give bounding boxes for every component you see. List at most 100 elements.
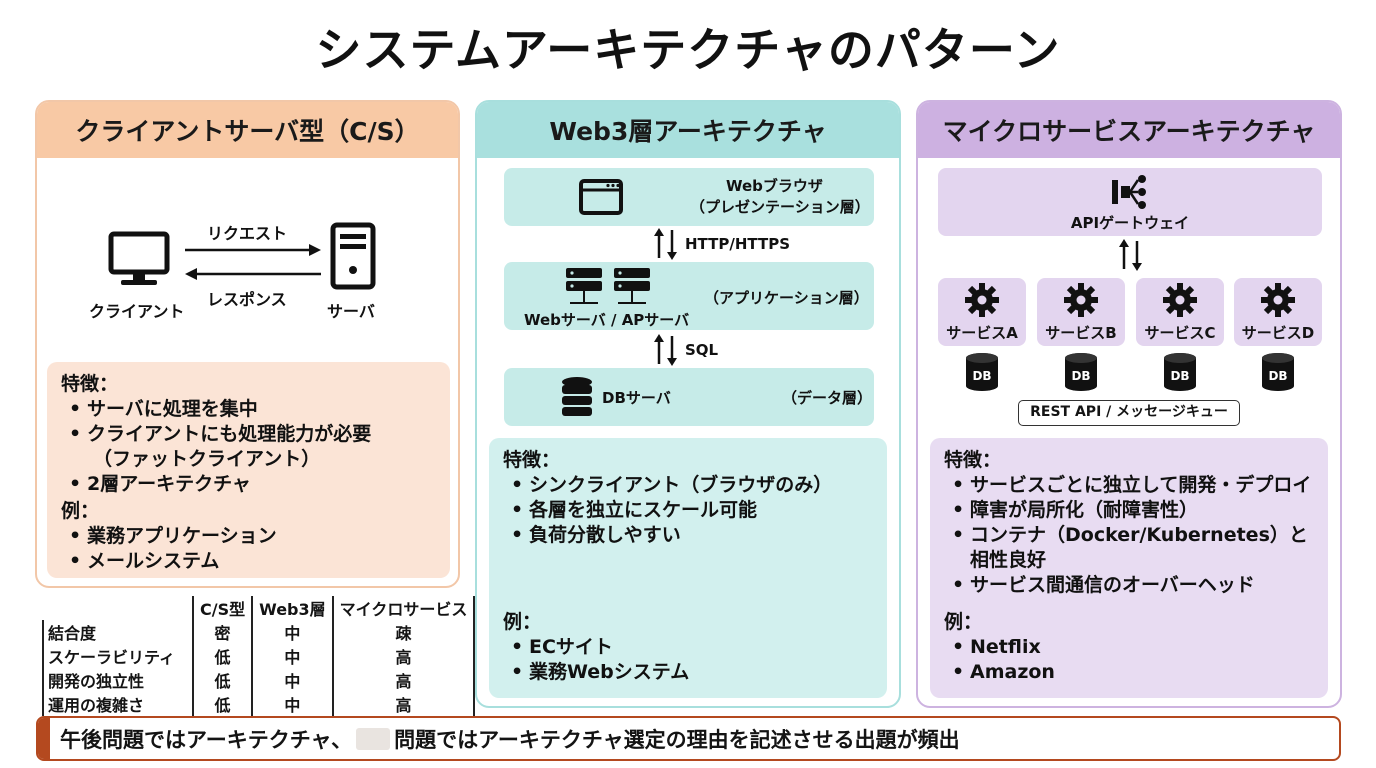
service-b-box: サービスB — [1037, 278, 1125, 346]
database-icon — [1065, 353, 1097, 391]
gear-icon — [1163, 283, 1197, 317]
service-a-box: サービスA — [938, 278, 1026, 346]
column-header: Web3層 — [251, 596, 333, 620]
table-cell: 低 — [191, 644, 253, 668]
db-label: DB — [1170, 369, 1190, 383]
db-label: DB — [1071, 369, 1091, 383]
application-tier: Webサーバ / APサーバ （アプリケーション層） — [504, 262, 874, 330]
database-icon — [562, 377, 592, 416]
api-gateway-box: APIゲートウェイ — [938, 168, 1322, 236]
feature-item: サービス間通信のオーバーヘッド — [948, 573, 1314, 598]
microservices-panel: マイクロサービスアーキテクチャ APIゲートウェイ サービスA — [916, 100, 1342, 708]
feature-item: 各層を独立にスケール可能 — [507, 498, 873, 523]
server-label: サーバ — [327, 302, 375, 321]
presentation-tier: Webブラウザ （プレゼンテーション層） — [504, 168, 874, 226]
service-c-box: サービスC — [1136, 278, 1224, 346]
service-name: サービスC — [1144, 324, 1216, 342]
examples-heading: 例： — [944, 611, 983, 633]
row-label: 運用の複雑さ — [42, 692, 193, 716]
data-tier-label: （データ層） — [782, 389, 873, 407]
table-cell: 中 — [251, 692, 333, 716]
web3-features: 特徴： シンクライアント（ブラウザのみ） 各層を独立にスケール可能 負荷分散しや… — [489, 438, 887, 698]
table-row: スケーラビリティ 低 中 高 — [42, 644, 476, 668]
bidirectional-arrows-icon — [654, 334, 677, 366]
page-title: システムアーキテクチャのパターン — [315, 23, 1061, 77]
browser-label: Webブラウザ — [726, 177, 823, 195]
db-label: DB — [1268, 369, 1288, 383]
table-cell: 中 — [251, 620, 333, 644]
service-name: サービスA — [946, 324, 1018, 342]
row-label: スケーラビリティ — [42, 644, 193, 668]
obscured-glyph-icon — [356, 727, 391, 750]
table-row: 結合度 密 中 疎 — [42, 620, 476, 644]
data-tier: DBサーバ （データ層） — [504, 368, 874, 426]
microservices-header: マイクロサービスアーキテクチャ — [918, 102, 1340, 158]
http-label: HTTP/HTTPS — [685, 235, 790, 253]
examples-heading: 例： — [61, 500, 100, 522]
table-cell: 低 — [191, 668, 253, 692]
table-row: 開発の独立性 低 中 高 — [42, 668, 476, 692]
table-cell: 高 — [331, 692, 476, 716]
tip-text-start: 午後問題ではアーキテクチャ、 — [60, 727, 353, 752]
server-tower-icon — [330, 222, 376, 290]
comparison-table: C/S型 Web3層 マイクロサービス 結合度 密 中 疎 スケーラビリティ 低… — [42, 596, 476, 716]
row-label: 開発の独立性 — [42, 668, 193, 692]
example-item: Amazon — [948, 660, 1314, 685]
feature-item: シンクライアント（ブラウザのみ） — [507, 473, 873, 498]
feature-note: 相性良好 — [970, 549, 1047, 571]
example-item: Netflix — [948, 635, 1314, 660]
bidirectional-arrows-icon — [654, 228, 677, 260]
gear-icon — [1261, 283, 1295, 317]
application-tier-label: （アプリケーション層） — [704, 289, 869, 307]
table-row: 運用の複雑さ 低 中 高 — [42, 692, 476, 716]
response-label: レスポンス — [207, 290, 287, 309]
client-server-panel: クライアントサーバ型（C/S） クライアント リクエスト レスポンス サーバ 特… — [35, 100, 460, 588]
feature-item: 障害が局所化（耐障害性） — [948, 498, 1314, 523]
client-label: クライアント — [89, 302, 185, 321]
client-server-header: クライアントサーバ型（C/S） — [37, 102, 458, 158]
example-item: 業務Webシステム — [507, 660, 873, 685]
api-gateway-label: APIゲートウェイ — [1070, 214, 1190, 232]
microservices-features: 特徴： サービスごとに独立して開発・デプロイ 障害が局所化（耐障害性） コンテナ… — [930, 438, 1328, 698]
app-server-label: Webサーバ / APサーバ — [524, 311, 690, 329]
network-hub-icon — [1112, 175, 1146, 209]
table-cell: 低 — [191, 692, 253, 716]
request-label: リクエスト — [207, 224, 288, 243]
service-name: サービスD — [1241, 324, 1315, 342]
feature-item: コンテナ（Docker/Kubernetes）と — [948, 523, 1314, 548]
server-rack-icon — [566, 268, 602, 304]
accent-bar — [38, 718, 50, 759]
table-cell: 高 — [331, 668, 476, 692]
sql-label: SQL — [685, 341, 719, 359]
db-label: DB — [972, 369, 992, 383]
example-item: ECサイト — [507, 635, 873, 660]
request-response-arrows-icon — [185, 244, 321, 280]
feature-note: （ファットクライアント） — [93, 448, 321, 470]
features-heading: 特徴： — [503, 449, 561, 471]
column-header: マイクロサービス — [331, 596, 476, 620]
table-header-row: C/S型 Web3層 マイクロサービス — [43, 596, 476, 620]
table-cell: 高 — [331, 644, 476, 668]
monitor-icon — [108, 231, 170, 285]
service-name: サービスB — [1045, 324, 1117, 342]
column-header: C/S型 — [191, 596, 253, 620]
exam-tip-banner: 午後問題ではアーキテクチャ、 問題ではアーキテクチャ選定の理由を記述させる出題が… — [36, 716, 1341, 761]
row-label: 結合度 — [42, 620, 193, 644]
presentation-tier-label: （プレゼンテーション層） — [690, 198, 870, 216]
features-heading: 特徴： — [944, 449, 1002, 471]
client-server-features: 特徴： サーバに処理を集中 クライアントにも処理能力が必要 （ファットクライアン… — [47, 362, 450, 578]
table-cell: 密 — [191, 620, 253, 644]
service-d-box: サービスD — [1234, 278, 1322, 346]
examples-heading: 例： — [503, 611, 542, 633]
database-icon — [1262, 353, 1294, 391]
server-rack-icon — [614, 268, 650, 304]
feature-item: サーバに処理を集中 — [65, 397, 436, 422]
database-icon — [966, 353, 998, 391]
browser-window-icon — [579, 179, 623, 215]
features-heading: 特徴： — [61, 373, 119, 395]
rest-api-label: REST API / メッセージキュー — [1018, 400, 1240, 426]
gear-icon — [1064, 283, 1098, 317]
example-item: メールシステム — [65, 549, 436, 574]
feature-item: クライアントにも処理能力が必要 — [65, 422, 436, 447]
gear-icon — [965, 283, 999, 317]
